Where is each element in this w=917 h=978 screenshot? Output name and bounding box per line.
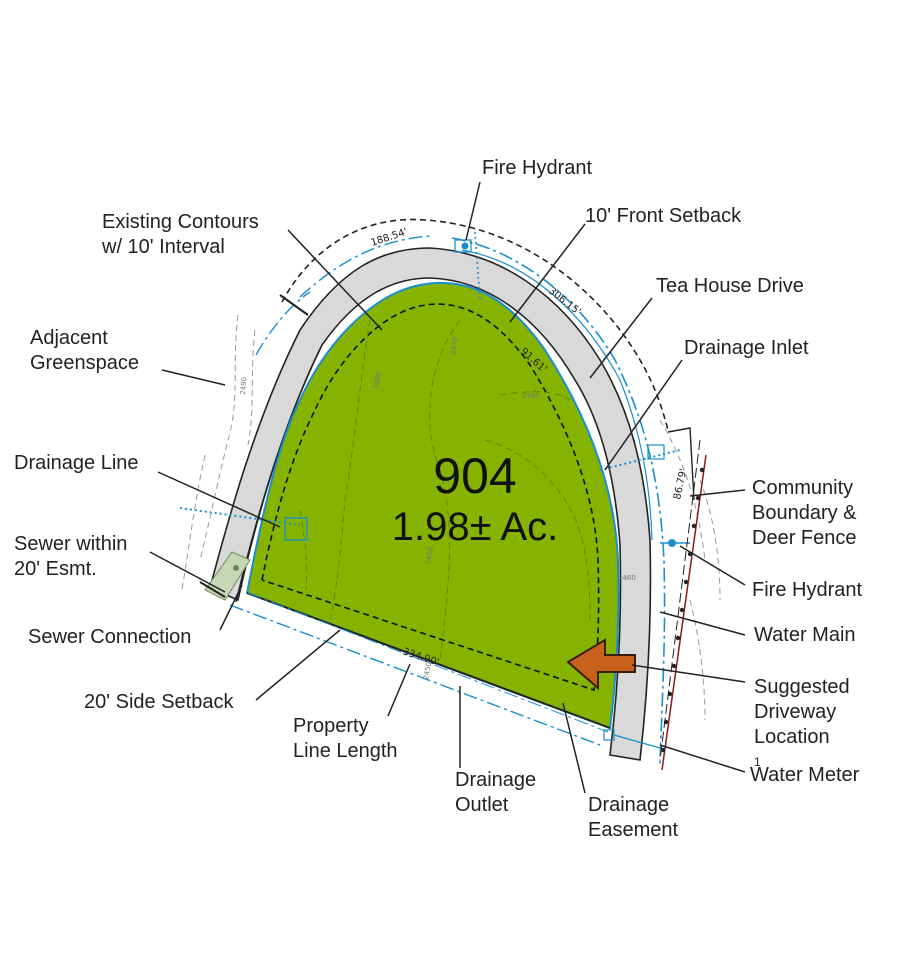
suggested-driveway-arrow (566, 638, 636, 691)
lot-area: 1.98± Ac. (391, 505, 559, 549)
contour-label-7: 2460 (618, 574, 636, 582)
left-boundary-tick (279, 294, 309, 316)
tea-house-drive-road (209, 247, 652, 761)
drainage-inlet-box (647, 444, 665, 460)
dim-86-79: 86.79' (672, 468, 689, 501)
label-water-meter: Water Meter (750, 764, 860, 786)
contour-label-2: 2480 (372, 371, 383, 390)
deer-fence (659, 439, 707, 771)
label-water-main: Water Main (754, 624, 856, 646)
contour-label-6: 2450 (422, 661, 433, 680)
fire-hydrant-right-symbol (660, 539, 690, 547)
label-drainage-inlet: Drainage Inlet (684, 337, 809, 359)
contour-label-5: 2450 (424, 546, 435, 565)
utility-line-inner (461, 249, 653, 541)
utility-line-left (255, 235, 431, 356)
drainage-line (179, 507, 301, 526)
leader-lines (149, 181, 746, 794)
left-boundary-tick-2 (199, 581, 226, 598)
boundary-corner (667, 427, 695, 501)
label-tea-house-drive: Tea House Drive (656, 275, 804, 297)
label-side-setback: 20' Side Setback (84, 691, 234, 713)
water-meter-symbol (603, 729, 661, 749)
right-of-way-line (281, 218, 669, 431)
lot-contours (299, 319, 591, 661)
label-front-setback: 10' Front Setback (585, 205, 742, 227)
contour-label-3: 2470 (449, 336, 460, 355)
sewer-connection-point (233, 565, 239, 571)
drainage-inlet-line (599, 449, 681, 471)
drainage-box (284, 517, 308, 541)
drainage-easement-band (229, 604, 601, 746)
label-fire-hydrant-top: Fire Hydrant (482, 157, 593, 179)
greenspace-contours (181, 314, 721, 721)
label-fire-hydrant-right: Fire Hydrant (752, 579, 863, 601)
lot-number: 904 (433, 448, 517, 504)
fire-hydrant-top-symbol (454, 231, 481, 301)
label-drainage-line: Drainage Line (14, 452, 139, 474)
lot-904-parcel (245, 281, 620, 730)
contour-label-1: 2490 (239, 377, 249, 395)
contour-label-4: 2460 (522, 392, 540, 400)
dim-188-54: 188.54' (370, 227, 409, 249)
label-sewer-connection: Sewer Connection (28, 626, 192, 648)
driveway-footnote: 1 (754, 755, 761, 769)
water-main-line (451, 237, 666, 766)
